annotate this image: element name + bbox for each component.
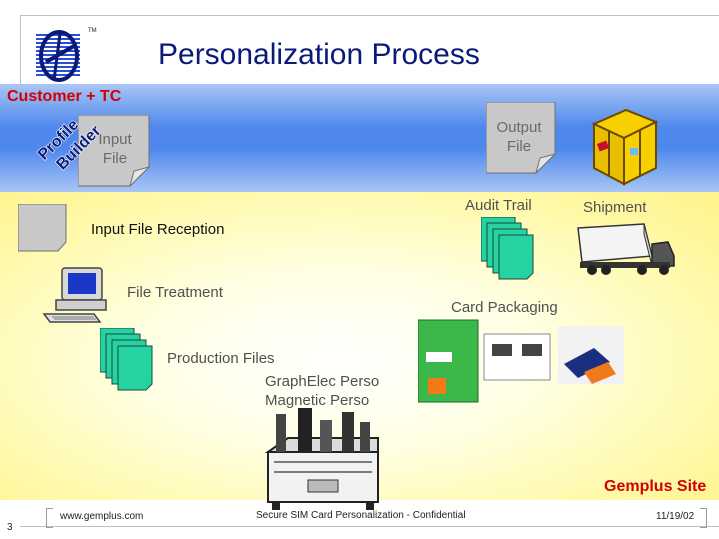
reception-doc-icon xyxy=(17,203,68,252)
input-file-line1: Input xyxy=(98,131,132,148)
left-rule xyxy=(20,15,21,85)
trademark: TM xyxy=(88,28,97,34)
computer-icon xyxy=(42,266,108,324)
step-file-treatment: File Treatment xyxy=(127,284,223,301)
output-file-line2: File xyxy=(506,138,532,155)
step-magnetic-perso: Magnetic Perso xyxy=(265,392,370,409)
slide-title: Personalization Process xyxy=(158,38,480,71)
perso-machine-icon xyxy=(262,400,384,512)
step-production-files: Production Files xyxy=(167,350,275,367)
input-file-doc xyxy=(77,114,151,188)
bottom-rule xyxy=(20,526,719,527)
top-rule xyxy=(20,15,719,16)
step-audit-trail: Audit Trail xyxy=(465,197,532,214)
production-files-icon xyxy=(99,327,156,392)
gemplus-logo xyxy=(30,26,90,84)
output-file-label: Output File xyxy=(484,118,554,156)
footer-confidential: Secure SIM Card Personalization - Confid… xyxy=(256,510,466,521)
gemplus-site-label: Gemplus Site xyxy=(604,478,707,495)
step-card-packaging: Card Packaging xyxy=(451,299,558,316)
input-file-line2: File xyxy=(102,150,128,167)
step-graphelec-perso: GraphElec Perso xyxy=(265,373,380,390)
footer-bracket-left xyxy=(46,508,53,528)
output-file-doc xyxy=(485,101,557,175)
footer-date: 11/19/02 xyxy=(656,511,695,522)
input-file-label: Input File xyxy=(80,130,150,168)
truck-icon xyxy=(574,222,678,278)
profile-builder-logo: Profile Builder xyxy=(24,96,114,176)
footer-bracket-right xyxy=(700,508,707,528)
card-packaging-images xyxy=(417,318,628,404)
audit-trail-icon xyxy=(480,216,537,281)
step-shipment: Shipment xyxy=(583,199,647,216)
shipping-box-icon xyxy=(586,102,662,188)
step-input-file-reception: Input File Reception xyxy=(91,221,225,238)
customer-label: Customer + TC xyxy=(7,88,122,105)
footer-website: www.gemplus.com xyxy=(60,511,144,522)
output-file-line1: Output xyxy=(496,119,542,136)
page-number: 3 xyxy=(7,522,13,533)
